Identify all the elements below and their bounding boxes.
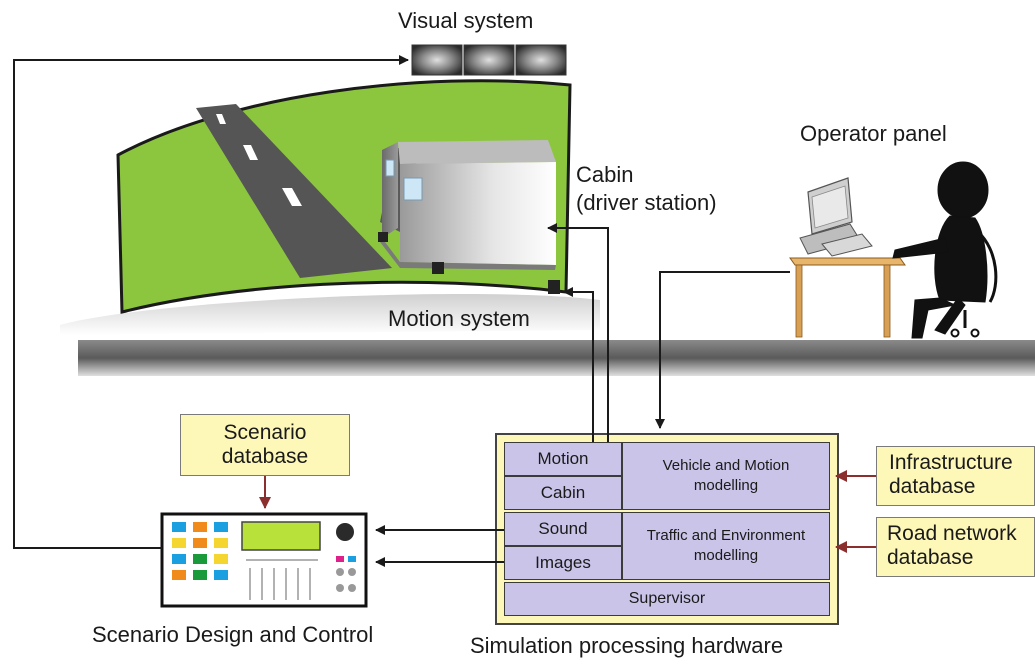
connections bbox=[13, 55, 790, 567]
road-network-db-line2: database bbox=[887, 546, 974, 569]
label-cabin: Cabin bbox=[576, 162, 634, 187]
screen-shadow bbox=[60, 294, 600, 335]
block-cabin: Cabin bbox=[504, 476, 622, 510]
scenario-db-line2: database bbox=[221, 445, 309, 468]
db-connections bbox=[259, 470, 876, 553]
operator-person-icon bbox=[892, 161, 998, 339]
label-operator-panel: Operator panel bbox=[800, 121, 947, 146]
block-sound: Sound bbox=[504, 512, 622, 546]
label-motion-system: Motion system bbox=[388, 306, 530, 331]
block-motion: Motion bbox=[504, 442, 622, 476]
road-network-database-box: Road network database bbox=[876, 517, 1035, 577]
block-cabin-label: Cabin bbox=[540, 483, 586, 502]
cabin-box bbox=[378, 140, 560, 294]
lane-markings bbox=[216, 114, 302, 206]
road-network-db-line1: Road network bbox=[887, 522, 1017, 545]
arrow-cabin bbox=[547, 223, 609, 476]
console-display bbox=[241, 521, 321, 551]
operator-desk bbox=[789, 257, 906, 338]
block-images: Images bbox=[504, 546, 622, 580]
block-motion-label: Motion bbox=[537, 449, 589, 468]
infrastructure-db-line1: Infrastructure bbox=[889, 451, 1013, 474]
arrow-motion bbox=[563, 287, 594, 442]
block-supervisor-label: Supervisor bbox=[628, 590, 706, 607]
block-vehicle-line1: Vehicle and Motion bbox=[662, 457, 790, 474]
arrow-to-visual-system bbox=[13, 55, 409, 549]
label-scenario-design: Scenario Design and Control bbox=[92, 622, 374, 647]
infrastructure-database-box: Infrastructure database bbox=[876, 446, 1035, 506]
block-traffic-environment-modelling: Traffic and Environment modelling bbox=[622, 512, 830, 580]
infrastructure-db-line2: database bbox=[889, 475, 976, 498]
arrow-operator bbox=[655, 271, 790, 429]
scenario-db-line1: Scenario bbox=[223, 421, 307, 444]
scenario-console bbox=[160, 512, 368, 608]
label-simulation-hardware: Simulation processing hardware bbox=[470, 633, 784, 658]
block-supervisor: Supervisor bbox=[504, 582, 830, 616]
block-sound-label: Sound bbox=[538, 519, 588, 538]
floor bbox=[78, 340, 1035, 376]
label-driver-station: (driver station) bbox=[576, 190, 717, 215]
label-visual-system: Visual system bbox=[398, 8, 534, 33]
computer-icon bbox=[799, 177, 873, 257]
projectors bbox=[411, 44, 567, 76]
block-traffic-line1: Traffic and Environment bbox=[646, 527, 806, 544]
block-traffic-line2: modelling bbox=[693, 547, 759, 564]
console-buttons bbox=[172, 522, 228, 580]
block-vehicle-motion-modelling: Vehicle and Motion modelling bbox=[622, 442, 830, 510]
block-images-label: Images bbox=[535, 553, 591, 572]
scenario-database-box: Scenario database bbox=[180, 414, 350, 476]
block-vehicle-line2: modelling bbox=[693, 477, 759, 494]
console-knob bbox=[336, 523, 354, 541]
